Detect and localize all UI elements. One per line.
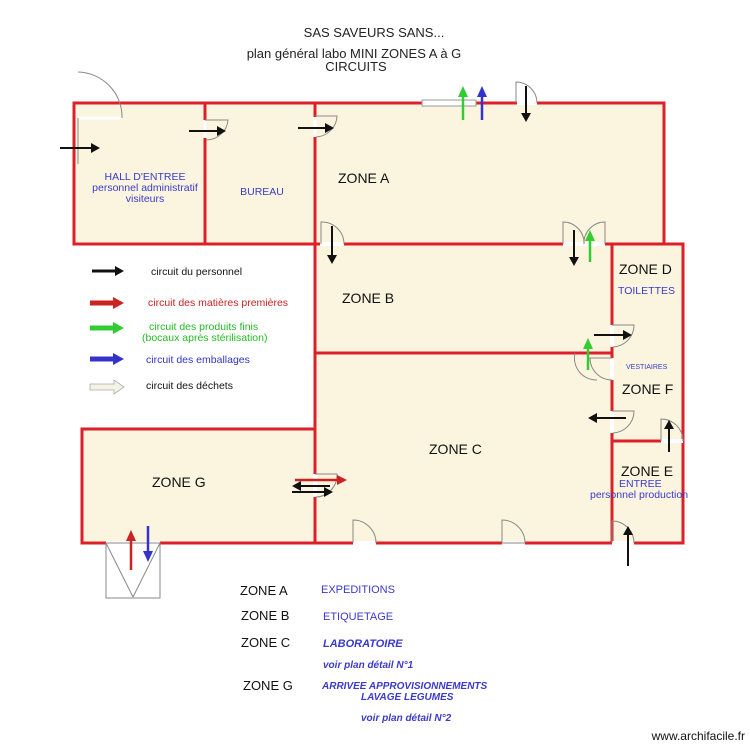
hall-label-1: HALL D'ENTREE (105, 171, 186, 183)
legend-swatch-matieres (90, 297, 124, 309)
room-zone-a (313, 101, 666, 246)
zone-g-label: ZONE G (152, 474, 206, 490)
door-zone-c-b (573, 352, 614, 381)
list-zone-c-note: voir plan détail N°1 (323, 660, 414, 671)
page-subtitle: plan général labo MINI ZONES A à G (247, 46, 462, 61)
vestiaires-label: VESTIAIRES (626, 364, 668, 371)
legend-label-produits: circuit des produits finis (149, 321, 258, 333)
arrow-personnel-zone-b (327, 226, 337, 264)
door-zone-g-south (105, 541, 161, 599)
arrow-produits-zone-b-c (583, 338, 593, 370)
rooms (72, 101, 685, 545)
entree-label: ENTREE (619, 478, 662, 490)
door-hall (77, 71, 123, 164)
hall-label-2: personnel administratif (92, 182, 198, 194)
legend-label-matieres: circuit des matières premières (148, 297, 288, 309)
list-zone-b-desc: ETIQUETAGE (323, 611, 393, 623)
zone-d-label: ZONE D (619, 261, 672, 277)
door-zone-f-e (660, 418, 684, 443)
watermark: www.archifacile.fr (651, 729, 745, 743)
hall-label-3: visiteurs (126, 193, 165, 205)
list-zone-c-desc: LABORATOIRE (323, 638, 403, 650)
doors (77, 71, 684, 599)
legend-label-dechets: circuit des déchets (146, 380, 233, 392)
room-bureau (203, 101, 317, 246)
list-zone-g: ZONE G (243, 678, 293, 693)
legend-swatches (89, 266, 125, 395)
list-zone-a-desc: EXPEDITIONS (321, 584, 395, 596)
arrow-personnel-north-exit (521, 86, 531, 122)
zone-c-label: ZONE C (429, 441, 482, 457)
page-subtitle-2: CIRCUITS (325, 59, 387, 74)
door-zone-e-south (611, 520, 635, 545)
toilettes-label: TOILETTES (618, 285, 675, 297)
bureau-label: BUREAU (240, 186, 284, 198)
arrow-emballages-zone-g (143, 526, 153, 562)
legend-label-produits-2: (bocaux après stérilisation) (142, 332, 267, 344)
zone-a-label: ZONE A (338, 170, 390, 186)
zone-f-label: ZONE F (622, 381, 673, 397)
door-zone-f (610, 410, 635, 434)
legend-swatch-personnel (92, 266, 124, 276)
arrow-matieres-zone-g-c (295, 475, 347, 485)
arrow-personnel-zone-a (298, 123, 334, 133)
zone-e-label: ZONE E (621, 463, 673, 479)
arrow-produits-zone-a (458, 86, 468, 120)
arrow-personnel-entree (623, 526, 633, 566)
arrow-personnel-bureau (189, 126, 226, 136)
door-zone-c-south-west (352, 519, 377, 545)
room-hall (72, 101, 207, 246)
arrow-personnel-zone-e-f (664, 420, 674, 452)
page-title: SAS SAVEURS SANS... (304, 25, 445, 40)
arrow-personnel-zone-f (588, 413, 626, 423)
room-zone-g (80, 427, 317, 545)
arrow-personnel-zone-g-c (292, 487, 333, 497)
arrow-personnel-zone-d (594, 330, 632, 340)
legend-label-personnel: circuit du personnel (151, 266, 242, 278)
list-zone-a: ZONE A (240, 583, 288, 598)
legend-swatch-dechets (89, 379, 125, 395)
door-zone-c-south-east (501, 519, 526, 545)
personnel-production-label: personnel production (590, 489, 688, 501)
list-zone-g-desc-2: LAVAGE LEGUMES (361, 692, 454, 703)
list-zone-b: ZONE B (241, 608, 289, 623)
arrow-personnel-zone-b-east (569, 230, 579, 266)
room-zone-c (313, 351, 614, 545)
plan-arrows (60, 86, 674, 570)
arrow-matieres-zone-g (126, 530, 136, 570)
arrow-personnel-zone-c-g (292, 481, 330, 491)
texts: SAS SAVEURS SANS... plan général labo MI… (92, 25, 745, 743)
door-zone-a-b-double (562, 221, 606, 246)
room-zone-e (610, 439, 685, 545)
list-zone-g-desc: ARRIVEE APPROVISIONNEMENTS (321, 681, 488, 692)
window-zone-a-north (421, 99, 477, 107)
legend-swatch-produits (90, 322, 124, 334)
arrow-personnel-hall (60, 143, 100, 153)
list-zone-g-note: voir plan détail N°2 (361, 713, 452, 724)
zone-b-label: ZONE B (342, 290, 394, 306)
arrow-emballages-zone-a (477, 86, 487, 120)
legend-swatch-emballages (90, 353, 124, 365)
legend-label-emballages: circuit des emballages (146, 354, 250, 366)
list-zone-c: ZONE C (241, 635, 290, 650)
arrow-produits-zone-a-b (585, 230, 595, 262)
